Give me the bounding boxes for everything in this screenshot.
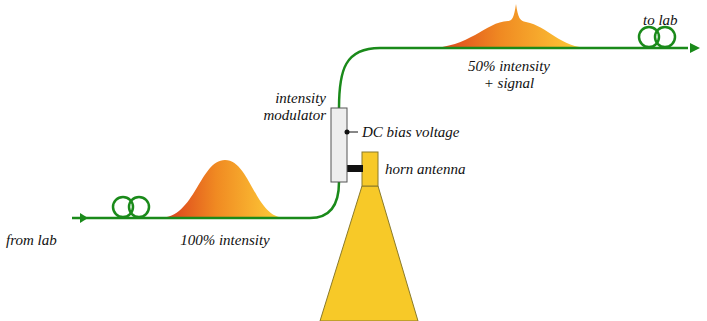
- horn-feed: [362, 152, 378, 186]
- text-label: intensity modulator: [250, 90, 326, 124]
- arrow-head: [690, 43, 700, 53]
- arrow-head: [80, 213, 88, 223]
- waveguide-bar: [347, 165, 363, 172]
- text-label: 50% intensity + signal: [462, 58, 556, 92]
- text-label: to lab: [643, 12, 703, 29]
- text-label: 100% intensity: [160, 232, 290, 249]
- leader-line: [347, 132, 358, 133]
- text-label: DC bias voltage: [362, 124, 502, 141]
- text-label: from lab: [6, 232, 86, 249]
- input-pulse: [160, 160, 285, 218]
- output-pulse: [428, 4, 590, 48]
- text-label: horn antenna: [385, 161, 505, 178]
- optical-fibre: [72, 27, 688, 218]
- modulator-body: [331, 108, 347, 182]
